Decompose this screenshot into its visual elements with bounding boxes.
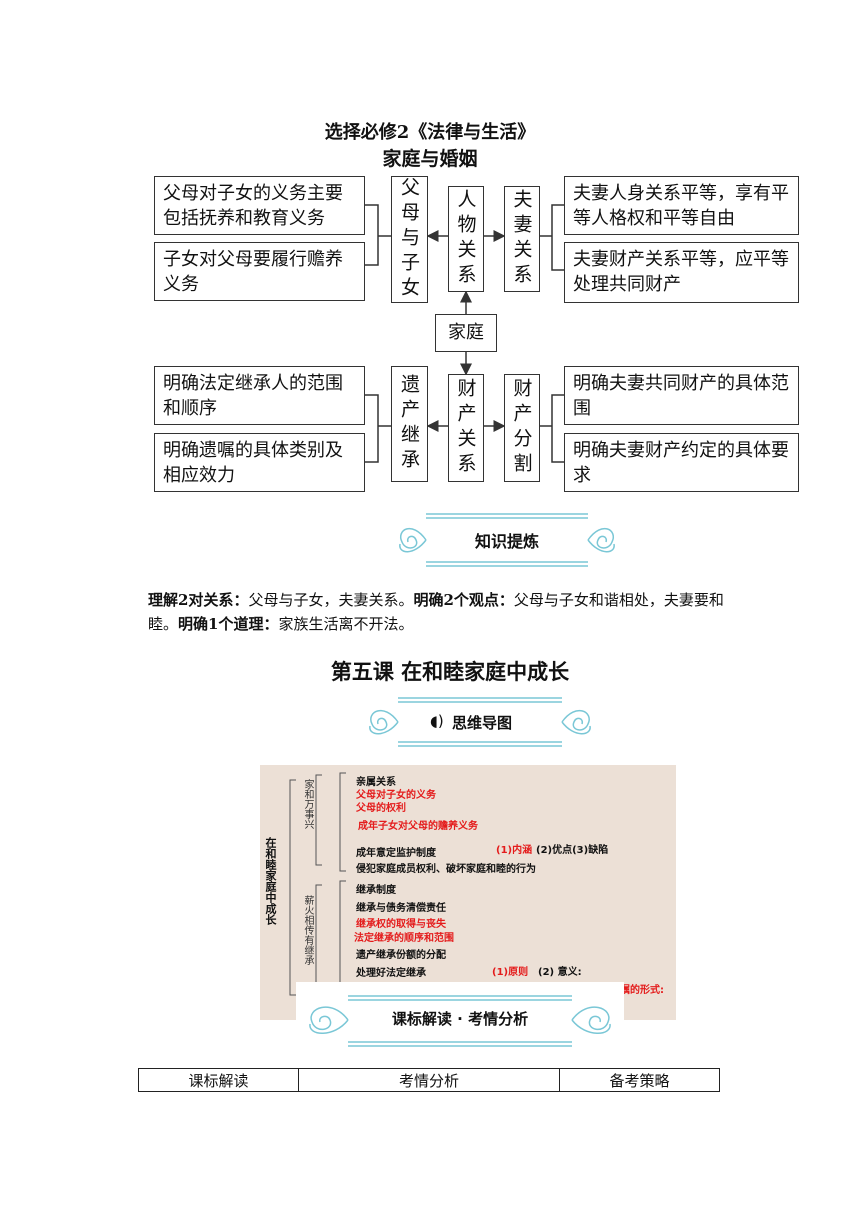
property-relation-box: 财产关系 [448,374,484,482]
spouse-personal-box: 夫妻人身关系平等，享有平等人格权和平等自由 [564,176,799,235]
property-division-box: 财产分割 [504,374,540,482]
summary-paragraph: 理解2对关系：父母与子女，夫妻关系。明确2个观点：父母与子女和谐相处，夫妻要和睦… [148,588,728,636]
spouses-relation-box: 夫妻关系 [504,186,540,292]
mm-item: 继承制度 [356,885,396,896]
mind-map-image: 在和睦家庭中成长 家和万事兴 薪火相传有继承 亲属关系 父母对子女的义务 父母的… [260,765,676,1020]
summary-text-3: 家族生活离不开法。 [278,615,414,633]
knowledge-banner-label: 知识提炼 [474,532,539,551]
children-duty-box: 子女对父母要履行赡养义务 [154,242,365,301]
heirs-range-box: 明确法定继承人的范围和顺序 [154,366,365,425]
property-agreement-box: 明确夫妻财产约定的具体要求 [564,433,799,492]
summary-text-1: 父母与子女，夫妻关系。 [248,591,414,609]
mm-item: 父母的权利 [356,803,406,814]
curriculum-banner-backdrop [296,982,624,1050]
persons-relation-box: 人物关系 [448,186,484,292]
spouse-property-box: 夫妻财产关系平等，应平等处理共同财产 [564,242,799,303]
mind-map-root: 在和睦家庭中成长 [264,837,277,925]
mindmap-banner [369,697,591,747]
mm-item: 成年意定监护制度 [356,848,436,859]
summary-text-2: 父母与子女和谐相处，夫妻要和睦。 [148,591,724,633]
summary-label-3: 明确1个道理： [178,615,279,633]
lesson-title: 第五课 在和睦家庭中成长 [330,660,570,684]
inheritance-box: 遗产继承 [391,366,428,482]
curriculum-banner [309,995,611,1047]
sound-icon: ◖) [430,712,444,730]
mm-item: 处理好法定继承 [356,968,426,979]
knowledge-banner [399,513,615,567]
mm-item: 亲属关系 [356,777,396,788]
table-header-cell: 课标解读 [138,1068,299,1092]
mm-item: 遗产继承份额的分配 [356,950,446,961]
mm-item: 成年子女对父母的赡养义务 [358,821,478,832]
unit-title: 家庭与婚姻 [382,148,478,170]
mm-item: (1)内涵 [496,845,533,856]
table-header-cell: 备考策略 [559,1068,720,1092]
summary-label-1: 理解2对关系： [148,591,249,609]
course-title: 选择必修2《法律与生活》 [324,122,536,143]
mindmap-banner-label: 思维导图 [452,714,513,732]
mm-item: (1)原则 [492,967,529,978]
parents-duty-box: 父母对子女的义务主要包括抚养和教育义务 [154,176,365,235]
will-types-box: 明确遗嘱的具体类别及相应效力 [154,433,365,492]
mm-item: 继承权的取得与丧失 [356,919,446,930]
concept-map-connectors [364,204,564,463]
mm-item: 继承与债务清偿责任 [356,903,446,914]
common-property-box: 明确夫妻共同财产的具体范围 [564,366,799,425]
mm-item: 父母对子女的义务 [356,790,436,801]
summary-label-2: 明确2个观点： [413,591,514,609]
curriculum-banner-label: 课标解读 · 考情分析 [391,1010,529,1028]
curriculum-table: 课标解读 考情分析 备考策略 [138,1068,720,1092]
mm-item: 侵犯家庭成员权利、破坏家庭和睦的行为 [356,864,536,875]
mind-map-branch-1: 家和万事兴 [302,779,313,829]
table-header-row: 课标解读 考情分析 备考策略 [138,1068,720,1092]
mind-map-branch-2: 薪火相传有继承 [302,895,313,965]
parents-children-box: 父母与子女 [391,176,428,303]
mm-item: 法定继承的顺序和范围 [354,933,454,944]
mm-item: (2)优点(3)缺陷 [536,845,609,856]
mm-item: (2) 意义: [538,967,582,978]
mm-item: 嘱的形式: [620,985,664,996]
table-header-cell: 考情分析 [297,1068,561,1092]
family-center-box: 家庭 [435,314,497,352]
